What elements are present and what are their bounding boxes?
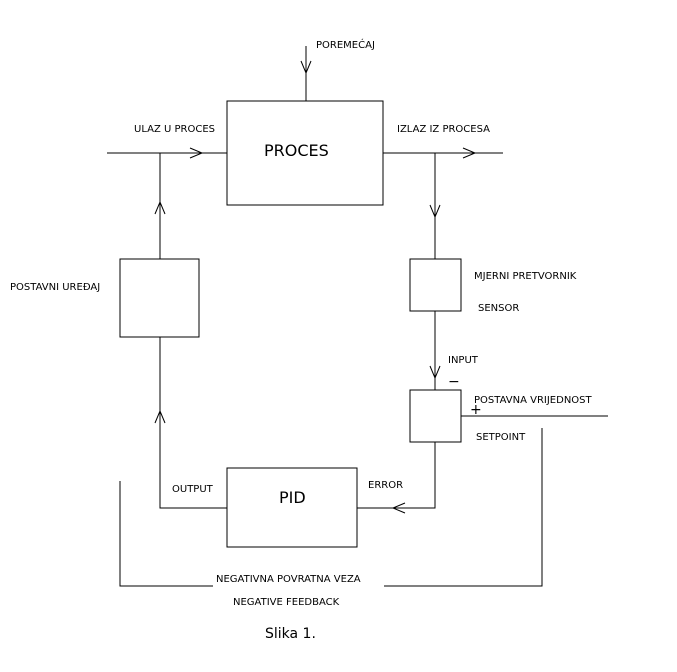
error-arrowhead [391,502,406,514]
process-to-sensor-arrowhead [429,204,441,219]
sensor-block [409,258,462,312]
transducer-label: MJERNI PRETVORNIK [474,271,577,282]
actuator-label: POSTAVNI UREĐAJ [10,282,100,293]
process-input-label: ULAZ U PROCES [134,124,215,135]
input-label: INPUT [448,355,479,366]
figure-caption: Slika 1. [265,626,316,642]
process-output-arrowhead [462,147,477,159]
sensor-to-comparator-arrowhead [429,365,441,380]
process-output-label: IZLAZ IZ PROCESA [397,124,490,135]
output-label: OUTPUT [172,484,214,495]
actuator-block [119,258,200,338]
setpoint-hr-label: POSTAVNA VRIJEDNOST [474,395,593,406]
actuator-to-process-arrowhead [154,200,166,215]
comparator-block [409,389,462,443]
feedback-line-left [119,481,213,587]
feedback-en-label: NEGATIVE FEEDBACK [233,597,340,608]
pid-output-line [159,337,227,509]
error-label: ERROR [368,480,403,491]
process-label: PROCES [264,141,329,160]
feedback-line-right [384,428,543,587]
pid-label: PID [279,488,306,507]
pid-output-arrowhead [154,409,166,424]
disturbance-arrowhead [300,60,312,75]
sensor-label: SENSOR [478,303,519,314]
disturbance-label: POREMEĆAJ [316,38,375,51]
setpoint-en-label: SETPOINT [476,432,526,443]
minus-sign: − [448,374,460,390]
process-input-arrowhead [189,147,204,159]
pid-block [226,467,358,548]
feedback-hr-label: NEGATIVNA POVRATNA VEZA [216,574,361,585]
plus-sign: + [470,402,482,418]
error-line [357,442,436,509]
